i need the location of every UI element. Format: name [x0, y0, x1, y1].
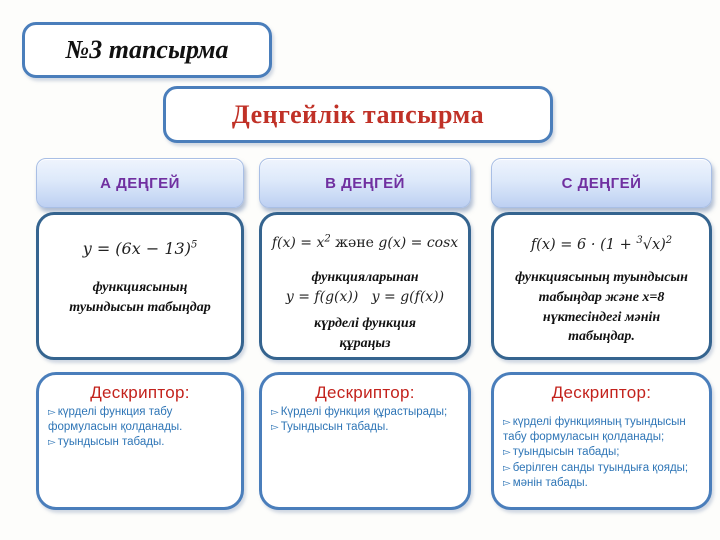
level-b-descriptor-list: ▻Күрделі функция құрастырады; ▻Туындысын… [271, 405, 459, 435]
arrowhead-bullet-icon: ▻ [503, 462, 511, 474]
level-c-formula: f(x) = 6 · (1 + 3√x)2 [530, 235, 673, 253]
level-b-task-card: f(x) = x2 және g(x) = cosx функцияларына… [259, 212, 471, 360]
descriptor-item-text: туындысын табады. [57, 436, 165, 449]
task-number-label: №3 тапсырма [65, 35, 229, 64]
descriptor-item: ▻туындысын табады. [48, 435, 232, 450]
descriptor-item-text: мәнін табады. [512, 476, 588, 489]
level-b-header: В ДЕҢГЕЙ [259, 158, 471, 208]
level-b-header-label: В ДЕҢГЕЙ [325, 174, 405, 192]
level-c-header: С ДЕҢГЕЙ [491, 158, 712, 208]
level-a-task-card: y = (6x − 13)5 функциясының туындысын та… [36, 212, 244, 360]
arrowhead-bullet-icon: ▻ [503, 417, 511, 428]
level-a-descriptor-card: Дескриптор: ▻күрделі функция табу формул… [36, 372, 244, 510]
level-b-task-text-1: функцияларынан [311, 269, 419, 285]
descriptor-item-text: туындысын табады; [512, 446, 620, 459]
descriptor-item: ▻Туындысын табады. [271, 420, 459, 435]
level-c-descriptor-list: ▻күрделі функцияның туындысын табу форму… [503, 415, 700, 491]
descriptor-item-text: Күрделі функция құрастырады; [280, 406, 448, 418]
descriptor-item-text: күрделі функция табу формуласын қолданад… [48, 406, 183, 434]
level-a-header-label: А ДЕҢГЕЙ [100, 174, 180, 192]
descriptor-item: ▻туындысын табады; [503, 445, 700, 460]
level-a-descriptor-list: ▻күрделі функция табу формуласын қолдана… [48, 405, 232, 451]
descriptor-item: ▻берілген санды туындыға қояды; [503, 461, 700, 476]
arrowhead-bullet-icon: ▻ [48, 407, 56, 418]
level-c-task-card: f(x) = 6 · (1 + 3√x)2 функциясының туынд… [491, 212, 712, 360]
level-c-descriptor-card: Дескриптор: ▻күрделі функцияның туындысы… [491, 372, 712, 510]
slide-title: Деңгейлік тапсырма [231, 99, 485, 129]
level-c-task-text: функциясының туындысын табыңдар және x=8… [515, 270, 688, 345]
level-c-descriptor-title: Дескриптор: [551, 383, 652, 402]
level-b-formula-2: y = f(g(x)) y = g(f(x)) [285, 289, 445, 306]
task-number-box: №3 тапсырма [22, 22, 272, 78]
level-a-descriptor-title: Дескриптор: [90, 383, 190, 402]
level-a-task-text: функциясының туындысын табыңдар [69, 280, 211, 315]
descriptor-item-text: күрделі функцияның туындысын табу формул… [503, 416, 686, 444]
level-b-descriptor-card: Дескриптор: ▻Күрделі функция құрастырады… [259, 372, 471, 510]
descriptor-item: ▻Күрделі функция құрастырады; [271, 405, 459, 420]
descriptor-item: ▻күрделі функция табу формуласын қолдана… [48, 405, 232, 435]
descriptor-item-text: берілген санды туындыға қояды; [512, 461, 689, 474]
level-c-header-label: С ДЕҢГЕЙ [561, 174, 642, 192]
level-b-descriptor-title: Дескриптор: [315, 383, 415, 402]
descriptor-item-text: Туындысын табады. [280, 421, 389, 434]
arrowhead-bullet-icon: ▻ [271, 422, 279, 434]
level-b-formula-1: f(x) = x2 және g(x) = cosx [271, 233, 459, 251]
descriptor-item: ▻күрделі функцияның туындысын табу форму… [503, 415, 700, 445]
slide-title-box: Деңгейлік тапсырма [163, 86, 553, 143]
level-a-header: А ДЕҢГЕЙ [36, 158, 244, 208]
arrowhead-bullet-icon: ▻ [503, 477, 511, 489]
arrowhead-bullet-icon: ▻ [48, 437, 56, 449]
descriptor-item: ▻мәнін табады. [503, 476, 700, 491]
arrowhead-bullet-icon: ▻ [271, 407, 279, 418]
level-a-formula: y = (6x − 13)5 [82, 239, 198, 258]
level-b-task-text-2: күрделі функция құраңыз [314, 316, 416, 351]
arrowhead-bullet-icon: ▻ [503, 447, 511, 459]
